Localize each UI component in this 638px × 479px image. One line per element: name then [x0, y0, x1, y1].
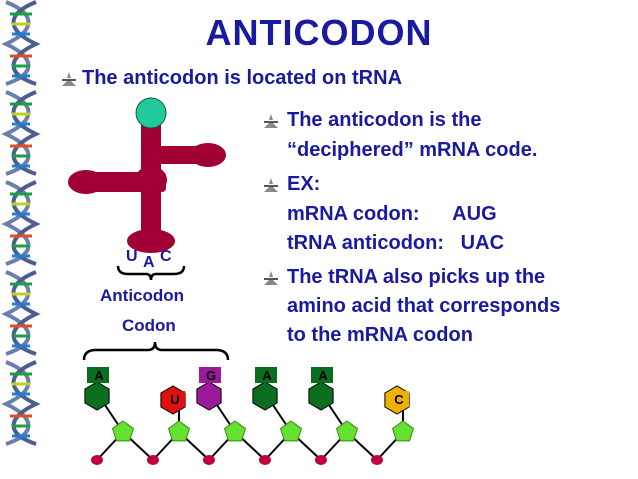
ribose-sugar	[335, 420, 359, 442]
bullet-icon	[264, 178, 278, 192]
slide-title: ANTICODON	[205, 12, 433, 53]
bullet-4-line-3: to the mRNA codon	[287, 324, 473, 346]
base-label-tab	[389, 391, 409, 407]
trna-right-loop	[190, 143, 226, 167]
anticodon-bracket	[116, 265, 186, 281]
base-letter: A	[94, 368, 104, 383]
base-letter: G	[206, 368, 216, 383]
phosphate-group	[91, 455, 103, 465]
anticodon-letter-2: A	[143, 254, 155, 271]
bullet-3-line-2: mRNA codon: AUG	[287, 203, 497, 225]
trna-anticodon-loop	[127, 229, 175, 253]
nucleotide-base	[196, 381, 222, 411]
ribose-sugar	[223, 420, 247, 442]
phosphate-group	[371, 455, 383, 465]
base-label-tab	[199, 367, 221, 383]
bullet-4-line-2: amino acid that corresponds	[287, 295, 561, 317]
nucleotide-base	[308, 381, 334, 411]
phosphate-group	[315, 455, 327, 465]
dna-helix-icon	[1, 0, 41, 86]
base-label-tab	[255, 367, 277, 383]
trna-variable-loop	[135, 166, 167, 194]
ribose-sugar	[167, 420, 191, 442]
anticodon-label: Anticodon	[100, 286, 185, 305]
phosphate-group	[147, 455, 159, 465]
ribose-sugar	[391, 420, 415, 442]
phosphate-group	[259, 455, 271, 465]
bullet-2-line-1: The anticodon is the	[287, 109, 482, 131]
bullet-icon	[62, 72, 76, 86]
nucleotide-base	[252, 381, 278, 411]
mrna-strand: A U G A A C	[84, 367, 415, 465]
bullet-3-line-3: tRNA anticodon: UAC	[287, 232, 505, 254]
bullet-2-line-2: “deciphered” mRNA code.	[287, 139, 538, 161]
codon-bracket	[82, 341, 230, 361]
phosphate-group	[203, 455, 215, 465]
base-label-tab	[87, 367, 109, 383]
base-letter: A	[262, 368, 272, 383]
base-label-tab	[311, 367, 333, 383]
base-label-tab	[165, 391, 185, 407]
ribose-sugar	[279, 420, 303, 442]
base-letter: C	[394, 392, 404, 407]
trna-left-loop	[68, 170, 104, 194]
anticodon-letter-1: U	[126, 248, 138, 265]
trna-amino-acid-site	[135, 97, 167, 129]
bullet-1-text: The anticodon is located on tRNA	[82, 67, 403, 89]
base-letter: U	[170, 392, 179, 407]
bullet-icon	[264, 114, 278, 128]
bullet-icon	[264, 271, 278, 285]
base-letter: A	[318, 368, 328, 383]
codon-label: Codon	[122, 316, 176, 335]
anticodon-letter-3: C	[160, 248, 172, 265]
bullet-3-line-1: EX:	[287, 173, 321, 195]
bullet-4-line-1: The tRNA also picks up the	[287, 266, 546, 288]
nucleotide-base	[84, 381, 110, 411]
ribose-sugar	[111, 420, 135, 442]
trna-molecule	[68, 97, 226, 253]
dna-border-decoration	[1, 0, 41, 446]
